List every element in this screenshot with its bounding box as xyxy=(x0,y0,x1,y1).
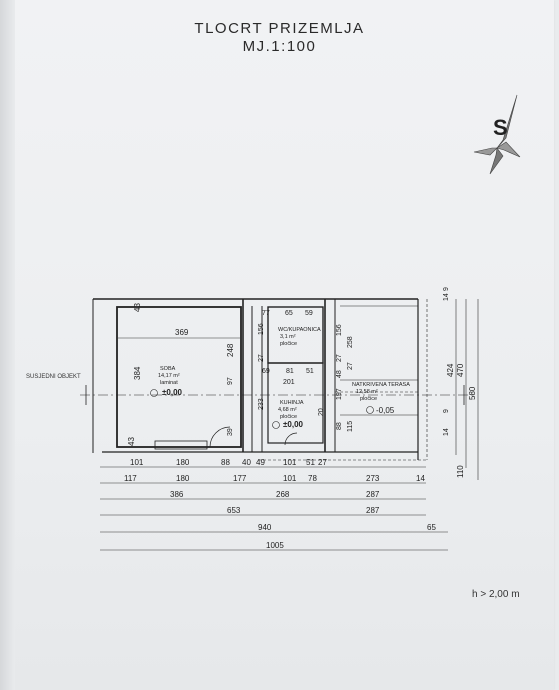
dim-label: 1005 xyxy=(266,541,284,550)
right-dimensions: 424 470 580 110 xyxy=(446,299,479,480)
dim-label: 59 xyxy=(305,310,313,317)
north-letter: S xyxy=(493,115,508,140)
dim-label: 88 xyxy=(221,458,230,467)
dim-label: 940 xyxy=(258,523,272,532)
dim-label: 51 xyxy=(306,368,314,375)
dim-label: 49 xyxy=(256,458,265,467)
dim-label: 97 xyxy=(227,377,234,385)
building-walls xyxy=(80,298,475,461)
room-level: ±0,00 xyxy=(162,388,183,397)
dim-label: 101 xyxy=(130,458,144,467)
room-wc: WC/KUPAONICA 3,1 m² pločice xyxy=(278,327,321,347)
neighbor-building-label: SUSJEDNI OBJEKT xyxy=(26,374,81,380)
drawing-scale: MJ.1:100 xyxy=(242,38,317,55)
drawing-sheet xyxy=(14,0,554,690)
dim-label: 77 xyxy=(262,310,270,317)
level-marker-icon xyxy=(150,389,158,397)
dim-label: 653 xyxy=(227,506,241,515)
dim-label: 110 xyxy=(456,465,465,478)
dim-label: 248 xyxy=(226,343,235,357)
dim-label: 27 xyxy=(347,362,354,370)
room-floor: pločice xyxy=(280,414,297,420)
dim-label: 386 xyxy=(170,490,184,499)
dim-label: 27 xyxy=(336,354,343,362)
dim-label: 40 xyxy=(242,458,251,467)
dim-label: 27 xyxy=(318,458,327,467)
dim-label: 156 xyxy=(336,324,343,336)
dim-label: 156 xyxy=(258,323,265,335)
dim-label: 369 xyxy=(175,328,189,337)
room-terasa: NATKRIVENA TERASA 12,58 m² pločice -0,05 xyxy=(352,382,410,415)
room-area: 14,17 m² xyxy=(158,373,180,379)
dim-label: 470 xyxy=(456,363,465,377)
inner-dimensions: 369 384 248 43 43 77 65 59 156 27 69 81 … xyxy=(118,287,450,446)
room-floor: laminat xyxy=(160,380,178,386)
dim-label: 69 xyxy=(262,368,270,375)
compass-north-arrow-icon: S xyxy=(473,94,521,175)
dim-label: 101 xyxy=(283,474,297,483)
dim-label: 9 xyxy=(443,287,450,291)
dim-label: 258 xyxy=(347,336,354,348)
dim-label: 180 xyxy=(176,458,190,467)
dim-label: 81 xyxy=(286,368,294,375)
dim-label: 65 xyxy=(427,523,436,532)
dim-label: 51 xyxy=(306,458,315,467)
height-note: h > 2,00 m xyxy=(472,589,520,600)
dim-label: 115 xyxy=(347,421,354,432)
dim-row-6: 1005 xyxy=(266,541,284,550)
dim-label: 287 xyxy=(366,490,380,499)
dim-label: 197 xyxy=(336,388,343,400)
dim-label: 65 xyxy=(285,310,293,317)
room-name: SOBA xyxy=(160,366,176,372)
dim-label: 48 xyxy=(336,370,343,378)
room-floor: pločice xyxy=(360,396,377,402)
dim-label: 233 xyxy=(258,398,265,410)
room-soba: SOBA 14,17 m² laminat ±0,00 xyxy=(150,366,183,397)
dim-label: 27 xyxy=(258,354,265,362)
dim-label: 20 xyxy=(318,408,325,416)
page-edge xyxy=(0,0,15,690)
room-level: -0,05 xyxy=(376,406,395,415)
dim-label: 39 xyxy=(227,428,234,436)
dim-label: 273 xyxy=(366,474,380,483)
dim-row-5: 940 65 xyxy=(258,523,436,532)
dim-label: 287 xyxy=(366,506,380,515)
bottom-dimensions xyxy=(100,466,448,551)
dim-label: 14 xyxy=(416,474,425,483)
dim-label: 43 xyxy=(133,303,142,312)
room-area: 12,58 m² xyxy=(356,389,378,395)
dim-label: 14 xyxy=(443,293,450,301)
drawing-title: TLOCRT PRIZEMLJA xyxy=(194,20,365,37)
dim-label: 177 xyxy=(233,474,247,483)
dim-label: 180 xyxy=(176,474,190,483)
dim-label: 384 xyxy=(133,366,142,380)
room-level: ±0,00 xyxy=(283,420,304,429)
dim-label: 201 xyxy=(283,379,295,386)
dim-row-3: 386 268 287 xyxy=(170,490,380,499)
room-area: 3,1 m² xyxy=(280,334,296,340)
dim-label: 101 xyxy=(283,458,297,467)
dim-label: 78 xyxy=(308,474,317,483)
dim-row-4: 653 287 xyxy=(227,506,380,515)
dim-label: 14 xyxy=(443,428,450,436)
dim-row-2: 117 180 177 101 78 273 14 xyxy=(124,474,425,483)
dim-label: 43 xyxy=(127,437,136,446)
room-name: NATKRIVENA TERASA xyxy=(352,382,410,388)
room-name: KUHINJA xyxy=(280,400,304,406)
dim-label: 117 xyxy=(124,474,137,483)
room-kuhinja: KUHINJA 4,68 m² pločice ±0,00 xyxy=(272,400,304,429)
level-marker-icon xyxy=(366,406,374,414)
dim-label: 88 xyxy=(336,422,343,430)
room-floor: pločice xyxy=(280,341,297,347)
dim-label: 424 xyxy=(446,363,455,377)
dim-label: 268 xyxy=(276,490,290,499)
dim-label: 580 xyxy=(468,386,477,400)
dim-label: 9 xyxy=(443,409,450,413)
room-area: 4,68 m² xyxy=(278,407,297,413)
room-name: WC/KUPAONICA xyxy=(278,327,321,333)
dim-row-1: 101 180 88 40 49 101 51 27 xyxy=(130,458,327,467)
level-marker-icon xyxy=(272,421,280,429)
